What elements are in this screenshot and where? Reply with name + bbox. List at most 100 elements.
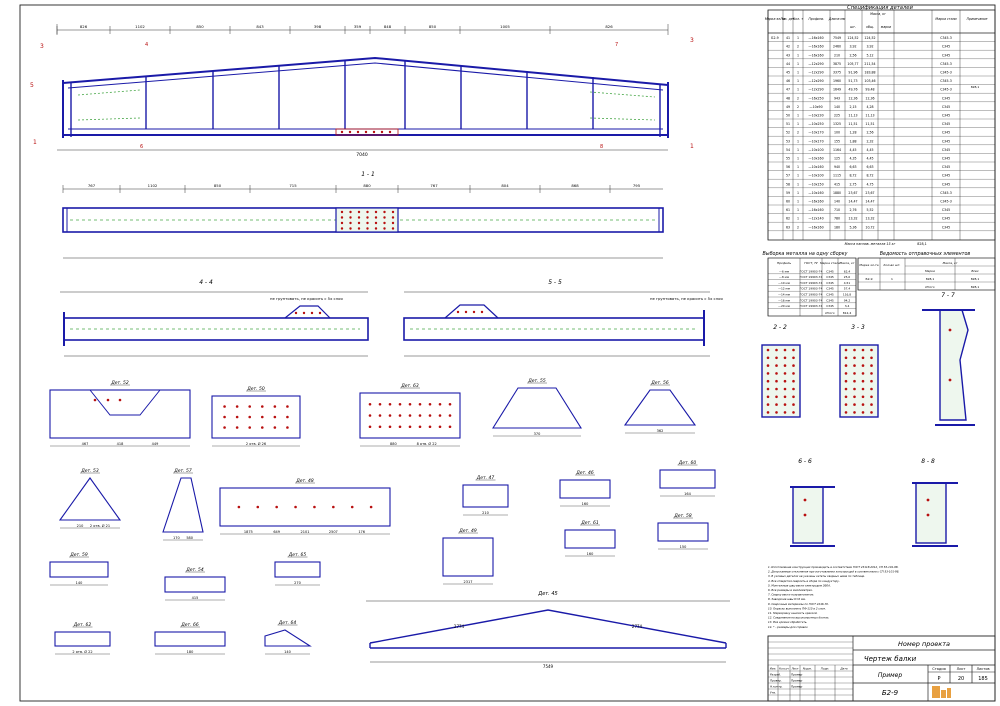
note-line-10: 11. Маркировку наносить краской. (768, 611, 818, 615)
spec-cell-6-8: С345-3 (940, 88, 952, 92)
spec-cell-13-4: 1164 (833, 148, 841, 152)
detail-title-7: Дет. 48 (295, 478, 314, 484)
detail-45-view: Дет. 45 7549 2774 2774 (366, 591, 730, 669)
metal-cell-5-3: 94,2 (844, 298, 851, 302)
spec-cell-18-8: С345-3 (940, 191, 952, 195)
spec-cell-9-4: 225 (834, 114, 840, 118)
bolt-hole (340, 210, 344, 214)
bolt-hole (368, 425, 372, 429)
spec-cell-17-2: 1 (797, 182, 799, 186)
spec-cell-18-1: 59 (786, 191, 790, 195)
bolt-hole (391, 216, 395, 219)
bolt-hole (870, 372, 873, 375)
spec-cell-0-8: С345-3 (940, 36, 952, 40)
note-line-5: 6. Все размеры в миллиметрах. (768, 588, 813, 592)
spec-cell-15-6: 6,63 (866, 165, 873, 169)
elev-dim-1: 1102 (148, 183, 158, 188)
bolt-hole (118, 398, 122, 402)
company-logo-icon (932, 686, 951, 698)
spec-cell-15-4: 940 (834, 165, 840, 169)
detail-dim-6-1: 580 (186, 536, 193, 540)
spec-cell-7-2: 2 (797, 96, 799, 100)
section-8-8-title: 8 - 8 (921, 458, 935, 465)
detail-45-length: 7549 (543, 664, 554, 669)
spec-cell-10-5: 11,51 (848, 122, 857, 126)
detail-title-19: Дет. 64 (278, 620, 297, 626)
spec-cell-19-6: 14,47 (865, 200, 874, 204)
bolt-hole (428, 402, 432, 406)
main-span-dim: 7040 (356, 152, 368, 158)
detail-title-3: Дет. 55 (527, 378, 546, 384)
bolt-hole (783, 395, 787, 399)
spec-cell-20-6: 5,52 (866, 208, 873, 212)
bolt-hole (775, 348, 778, 352)
spec-cell-11-5: 1,28 (849, 131, 856, 135)
spec-cell-14-6: 4,45 (866, 157, 873, 161)
spec-cell-7-5: 12,36 (848, 96, 857, 100)
ship-h4: Всех (971, 269, 979, 273)
spec-cell-15-2: 1 (797, 165, 799, 169)
bolt-hole (792, 387, 795, 391)
spec-cell-4-1: 45 (786, 71, 790, 75)
bolt-hole (861, 356, 865, 360)
ship-cell-2: 828,1 (926, 277, 935, 281)
spec-cell-3-6: 211,54 (864, 62, 875, 66)
bolt-hole (350, 505, 354, 509)
spec-cell-22-2: 2 (797, 225, 799, 229)
metal-cell-6-2: С345 (826, 304, 834, 308)
spec-cell-8-2: 2 (797, 105, 799, 109)
spec-cell-0-0: Б2-9 (771, 36, 778, 40)
spec-cell-17-6: 4,75 (866, 182, 873, 186)
ship-total: 828,1 (971, 285, 980, 289)
bolt-hole (775, 379, 778, 383)
spec-header-7: общ. (866, 25, 874, 29)
spec-cell-12-6: 2,32 (866, 139, 873, 143)
drawing-name: Чертеж балки (864, 655, 917, 663)
section-1-1-title: 1 - 1 (361, 171, 375, 178)
tb-tag-1: Пример (791, 679, 803, 683)
bolt-hole (844, 356, 848, 360)
detail-dim-4-0: 362 (657, 429, 664, 433)
top-dim-0: 826 (80, 24, 88, 29)
metal-cell-6-0: —20 мм (778, 304, 790, 308)
metal-cell-1-3: 25,0 (844, 275, 851, 279)
spec-cell-11-3: —10х170 (808, 131, 823, 135)
bolt-hole (374, 221, 378, 225)
spec-header-2: Кол. т (793, 17, 803, 21)
spec-cell-17-4: 415 (834, 182, 840, 186)
spec-cell-0-4: 7549 (833, 36, 841, 40)
spec-cell-2-6: 5,12 (866, 53, 873, 57)
bolt-hole (248, 426, 252, 429)
bolt-hole (783, 372, 787, 375)
project-number: Номер проекта (898, 640, 950, 648)
elev-dim-6: 804 (501, 183, 509, 188)
spec-cell-21-5: 13,32 (848, 217, 857, 221)
bolt-hole (766, 372, 770, 375)
spec-cell-10-1: 51 (786, 122, 790, 126)
spec-cell-8-5: 2,15 (849, 105, 856, 109)
elev-dim-3: 715 (289, 183, 297, 188)
bolt-hole (853, 348, 856, 352)
note-line-12: 13. Все кромки обработать. (768, 620, 808, 624)
spec-cell-20-8: С345 (942, 208, 950, 212)
bolt-hole (775, 372, 778, 375)
bolt-hole (340, 216, 344, 219)
metal-header-0: Профиль (777, 261, 791, 265)
spec-cell-18-5: 23,67 (848, 191, 857, 195)
spec-cell-5-2: 1 (797, 79, 799, 83)
bolt-hole (235, 426, 239, 429)
bolt-hole (340, 227, 344, 230)
section-3-3-title: 3 - 3 (851, 324, 865, 331)
bolt-hole (853, 364, 856, 367)
sheets-value: 185 (978, 676, 988, 682)
bolt-hole (366, 210, 369, 214)
metal-header-2: Марка стали (820, 261, 840, 265)
spec-cell-19-4: 140 (834, 200, 840, 204)
spec-cell-3-3: —12х290 (808, 62, 823, 66)
bolt-hole (388, 414, 392, 417)
bolt-hole (448, 425, 452, 429)
bolt-hole (428, 414, 432, 417)
bolt-hole (248, 415, 252, 419)
